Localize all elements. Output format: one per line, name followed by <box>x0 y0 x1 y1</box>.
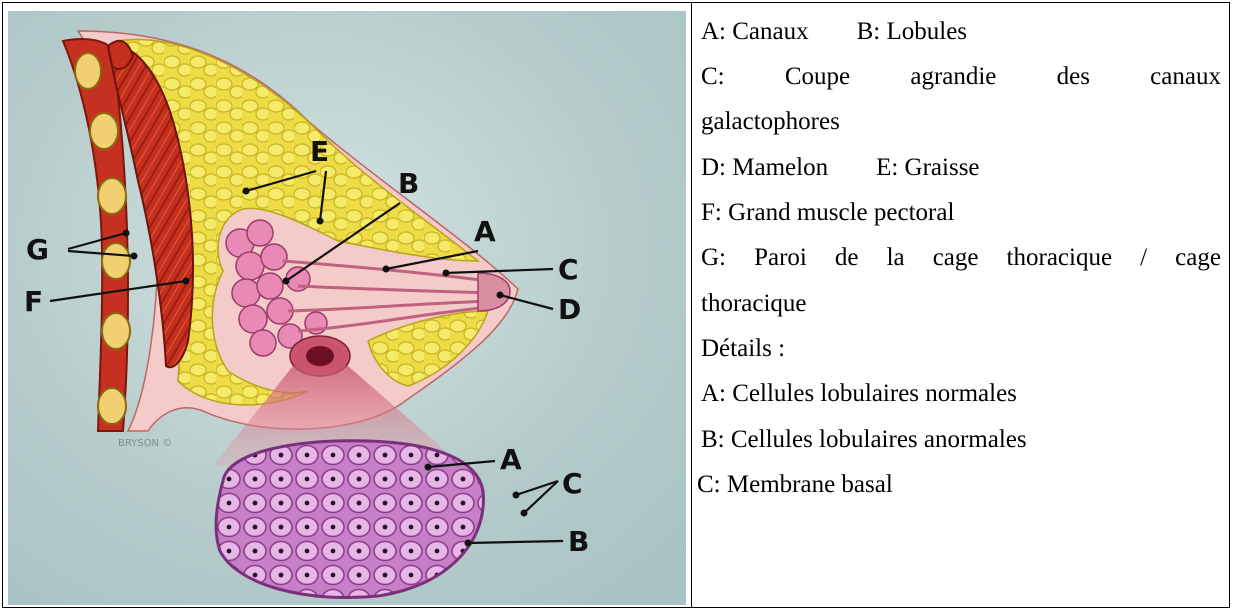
label-b-detail: B <box>568 525 589 558</box>
legend-lobules: B: Lobules <box>857 18 967 45</box>
legend-c-word: C: <box>701 57 725 97</box>
legend-c-word: Coupe <box>785 57 850 97</box>
label-b: B <box>398 167 419 200</box>
legend-line-g: G: Paroi de la cage thoracique / cage <box>701 238 1221 278</box>
legend-column: A: Canaux B: Lobules C: Coupe agrandie de… <box>701 3 1223 609</box>
legend-c-word: agrandie <box>910 57 996 97</box>
legend-line-normal-cells: A: Cellules lobulaires normales <box>701 374 1017 414</box>
legend-g-word: thoracique <box>1007 238 1113 278</box>
legend-g-word: / <box>1140 238 1147 278</box>
legend-line-details: Détails : <box>701 329 785 369</box>
legend-mamelon: D: Mamelon <box>701 154 828 181</box>
legend-g-word: cage <box>933 238 979 278</box>
column-divider <box>691 3 692 607</box>
legend-line-membrane: C: Membrane basal <box>697 465 893 505</box>
label-c-detail: C <box>562 467 583 500</box>
label-g: G <box>26 233 49 266</box>
legend-line-c: C: Coupe agrandie des canaux <box>701 57 1221 97</box>
legend-g-word: G: <box>701 238 726 278</box>
label-f: F <box>24 285 43 318</box>
label-d: D <box>558 293 581 326</box>
legend-graisse: E: Graisse <box>876 154 979 181</box>
legend-line-de: D: Mamelon E: Graisse <box>701 148 980 188</box>
label-e: E <box>310 135 329 168</box>
legend-g-word: cage <box>1175 238 1221 278</box>
legend-canaux: A: Canaux <box>701 18 809 45</box>
legend-line-thoracique: thoracique <box>701 284 807 324</box>
illustrator-watermark: BRYSON © <box>118 438 172 449</box>
label-a: A <box>474 215 496 248</box>
legend-g-word: la <box>887 238 905 278</box>
legend-g-word: de <box>835 238 859 278</box>
anatomy-diagram: E B A C G F D A C B BRYSON © <box>8 11 686 605</box>
legend-line-abnormal-cells: B: Cellules lobulaires anormales <box>701 420 1027 460</box>
label-a-detail: A <box>500 443 522 476</box>
legend-c-word: des <box>1057 57 1090 97</box>
legend-line-galactophores: galactophores <box>701 102 840 142</box>
legend-line-ab: A: Canaux B: Lobules <box>701 12 967 52</box>
lesion-core <box>306 346 334 366</box>
breast-anatomy-illustration: E B A C G F D A C B BRYSON © <box>8 11 686 605</box>
legend-g-word: Paroi <box>754 238 807 278</box>
legend-c-word: canaux <box>1150 57 1221 97</box>
legend-line-f: F: Grand muscle pectoral <box>701 193 954 233</box>
label-c: C <box>558 253 579 286</box>
